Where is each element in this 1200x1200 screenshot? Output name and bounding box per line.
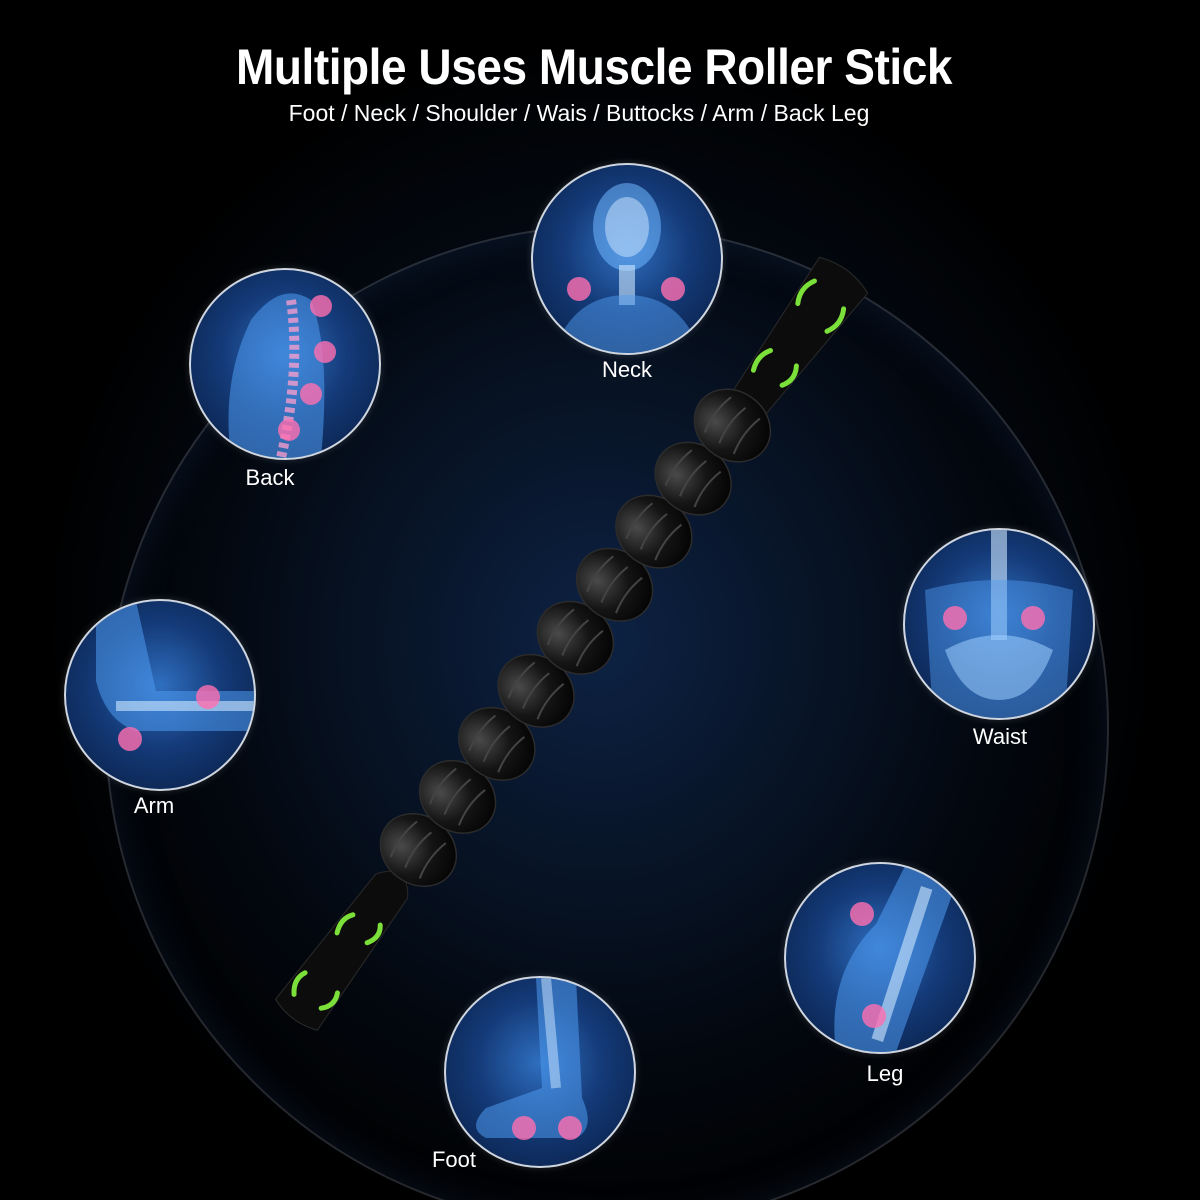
waist-xray-icon bbox=[903, 528, 1095, 720]
roller-ridge bbox=[404, 831, 433, 869]
roller-ridge bbox=[693, 470, 722, 508]
arm-xray-icon bbox=[64, 599, 256, 791]
label-waist: Waist bbox=[972, 724, 1028, 749]
back-xray-icon bbox=[189, 268, 381, 460]
neck-xray-icon bbox=[531, 163, 723, 355]
roller-ridge bbox=[507, 661, 536, 699]
roller-ridge bbox=[468, 714, 497, 752]
roller-ridge bbox=[536, 683, 565, 720]
roller-ridge bbox=[389, 820, 418, 858]
leg-xray-icon bbox=[784, 862, 976, 1054]
roller-ball bbox=[693, 388, 772, 463]
label-leg: Leg bbox=[866, 1061, 904, 1086]
roller-ridge bbox=[522, 672, 550, 709]
roller-ridge bbox=[586, 555, 614, 593]
roller-ridge bbox=[718, 407, 747, 444]
roller-ridge bbox=[664, 449, 693, 486]
roller-ridge bbox=[625, 502, 654, 539]
roller-ridge bbox=[654, 523, 683, 561]
roller-ridge bbox=[443, 778, 472, 815]
roller-ridge bbox=[561, 619, 590, 656]
roller-ridge bbox=[497, 736, 526, 773]
label-back: Back bbox=[245, 465, 295, 490]
roller-ridge bbox=[575, 630, 604, 667]
roller-ridge bbox=[732, 417, 761, 455]
roller-ridge bbox=[679, 460, 707, 497]
roller-ridge bbox=[639, 513, 668, 550]
label-arm: Arm bbox=[133, 793, 175, 818]
label-neck: Neck bbox=[601, 357, 653, 382]
roller-ridge bbox=[615, 576, 643, 614]
roller-ridge bbox=[703, 396, 732, 433]
roller-ridge bbox=[458, 789, 486, 826]
page-subtitle: Foot / Neck / Shoulder / Wais / Buttocks… bbox=[288, 100, 870, 126]
roller-ridge bbox=[482, 725, 511, 762]
roller-ridge bbox=[546, 608, 575, 646]
label-foot: Foot bbox=[431, 1147, 477, 1172]
foot-xray-icon bbox=[444, 976, 636, 1168]
page-title: Multiple Uses Muscle Roller Stick bbox=[236, 39, 952, 95]
roller-ridge bbox=[600, 566, 629, 603]
roller-ridge bbox=[418, 842, 447, 879]
roller-ridge bbox=[429, 767, 457, 805]
